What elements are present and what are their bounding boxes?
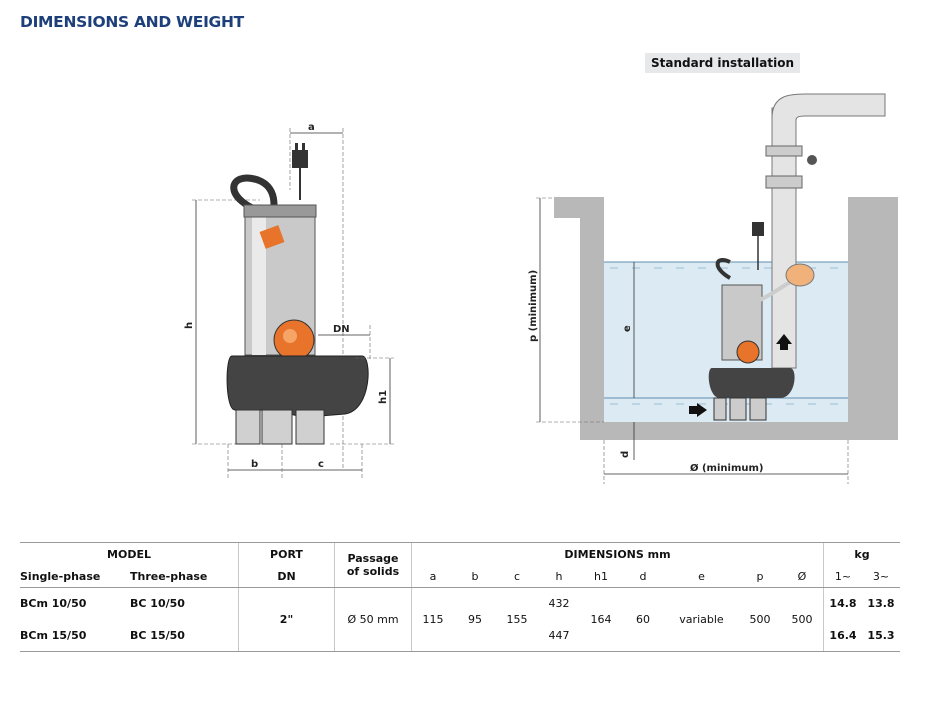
passage-value: Ø 50 mm	[334, 587, 412, 652]
val-a: 115	[411, 587, 454, 652]
dim-label-diameter: Ø (minimum)	[690, 462, 763, 474]
dim-label-d: d	[620, 451, 631, 458]
val-c: 155	[496, 587, 538, 652]
dim-label-e: e	[622, 325, 633, 332]
col-h1: h1	[580, 565, 622, 588]
dim-label-h1: h1	[378, 390, 389, 404]
row2-h: 447	[538, 619, 580, 652]
val-b: 95	[454, 587, 496, 652]
dim-label-dn: DN	[333, 324, 350, 335]
installation-drawing: p (minimum) e d Ø (minimum)	[528, 93, 898, 484]
row1-kg3: 13.8	[867, 597, 895, 611]
row2-kg3: 15.3	[862, 619, 900, 652]
val-e: variable	[664, 587, 739, 652]
header-dimensions: DIMENSIONS mm	[411, 542, 824, 565]
dimension-drawings: a h DN h1	[184, 93, 898, 484]
row2-kg1: 16.4	[823, 619, 862, 652]
col-d: d	[622, 565, 664, 588]
row2-three: BC 15/50	[130, 619, 239, 652]
row1-h: 432	[548, 597, 570, 611]
row2-single: BCm 15/50	[20, 619, 130, 652]
header-dn: DN	[238, 565, 335, 588]
header-single-phase: Single-phase	[20, 565, 130, 588]
col-a: a	[411, 565, 454, 588]
val-d: 60	[622, 587, 664, 652]
val-diameter: 500	[781, 587, 824, 652]
header-three-phase: Three-phase	[130, 565, 239, 588]
row1-single: BCm 10/50	[20, 597, 87, 611]
row1-three: BC 10/50	[130, 597, 185, 611]
header-model: MODEL	[20, 542, 239, 565]
val-h1: 164	[580, 587, 622, 652]
standard-installation-label: Standard installation	[645, 53, 800, 73]
dim-label-h: h	[184, 322, 195, 329]
col-h: h	[538, 565, 580, 588]
col-diameter: Ø	[781, 565, 824, 588]
col-c: c	[496, 565, 538, 588]
page-title: DIMENSIONS AND WEIGHT	[20, 13, 244, 31]
dim-label-c: c	[318, 459, 324, 470]
col-b: b	[454, 565, 496, 588]
col-p: p	[739, 565, 781, 588]
col-kg-3: 3~	[862, 565, 900, 588]
header-kg: kg	[823, 542, 900, 565]
col-e: e	[664, 565, 739, 588]
dim-label-p: p (minimum)	[528, 270, 539, 342]
col-kg-1: 1~	[823, 565, 862, 588]
row1-kg1: 14.8	[823, 587, 862, 620]
val-p: 500	[739, 587, 781, 652]
dim-label-b: b	[251, 459, 258, 470]
pump-dimension-drawing: a h DN h1	[184, 122, 394, 478]
dim-label-a: a	[308, 122, 315, 133]
header-port: PORT	[238, 542, 335, 565]
port-value: 2"	[238, 587, 335, 652]
